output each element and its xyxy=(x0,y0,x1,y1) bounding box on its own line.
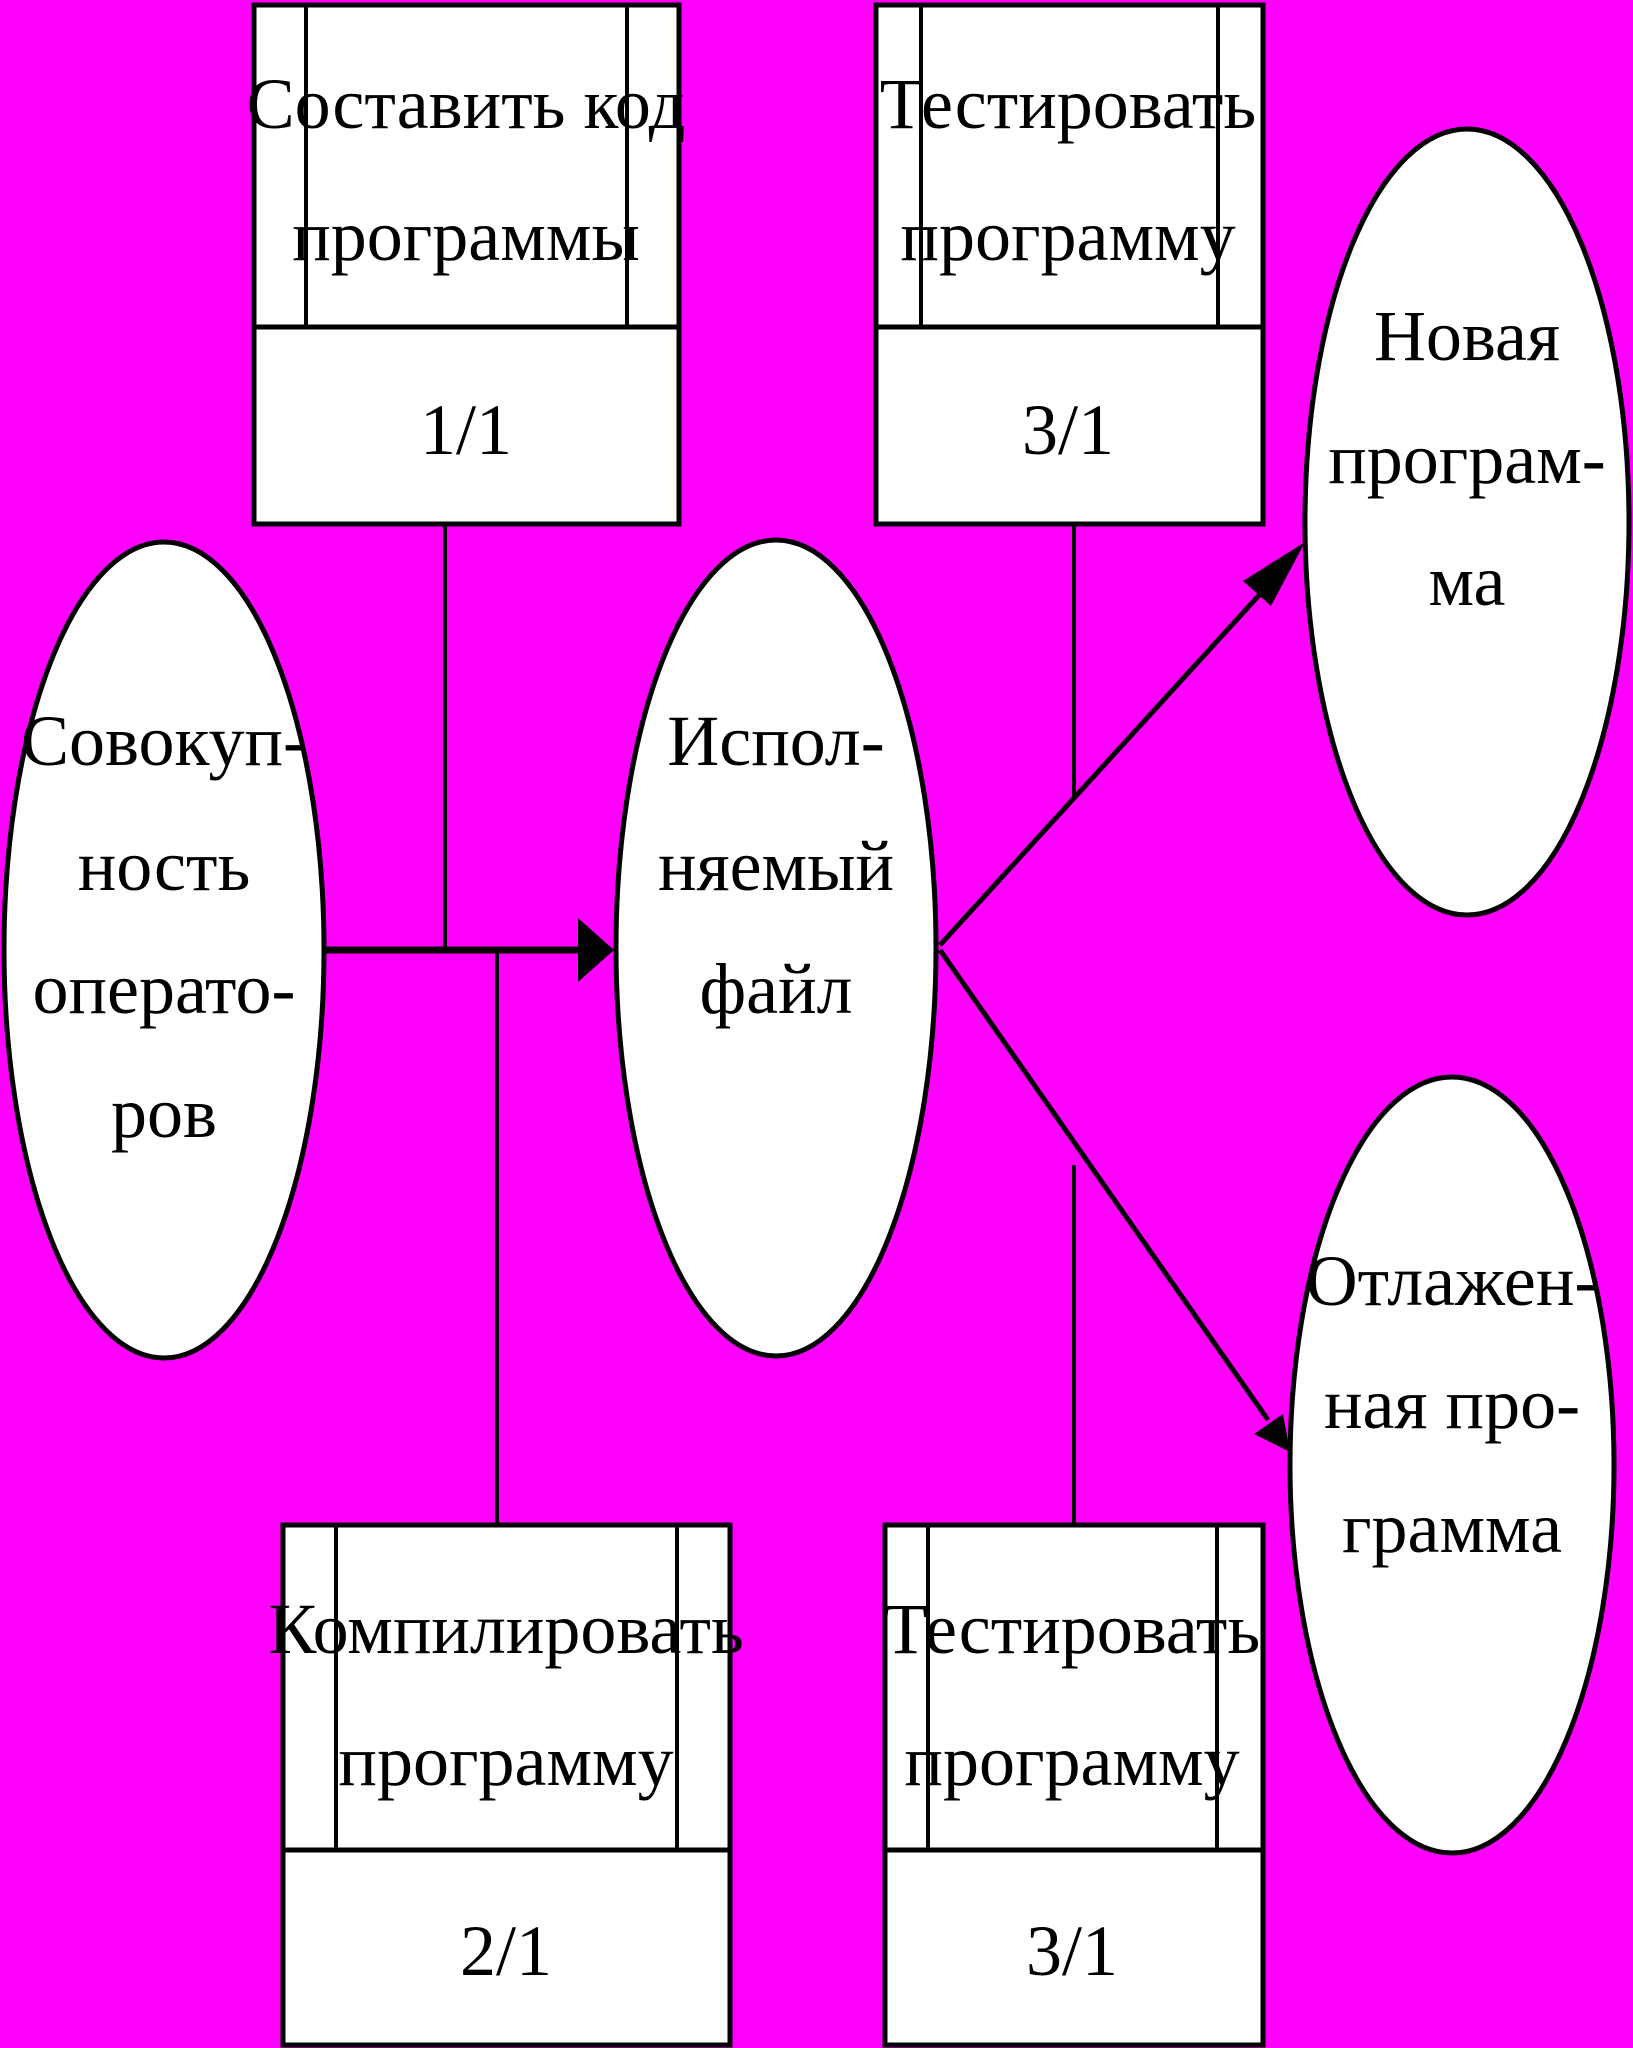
process-test-bottom-id-box xyxy=(882,1847,1266,2048)
process-test-top-title-line-1: Тестировать xyxy=(880,64,1256,144)
process-compile-title-box xyxy=(280,1522,733,1853)
process-test-top-title-line-2: программу xyxy=(900,196,1235,276)
process-compile-id: 2/1 xyxy=(460,1911,552,1991)
entity-operators-ellipse xyxy=(1,539,327,1361)
process-test-top-id: 3/1 xyxy=(1022,390,1114,470)
new-program-arrow-line xyxy=(938,568,1284,947)
debugged-arrowhead xyxy=(1254,1414,1290,1452)
process-compose-id-box xyxy=(251,324,682,527)
connectors xyxy=(325,525,1305,1525)
entity-debugged-program-line-2: ная про- xyxy=(1324,1364,1580,1444)
entity-operators: Совокуп- ность операто- ров xyxy=(1,539,327,1361)
entity-new-program: Новая програм- ма xyxy=(1302,126,1632,918)
entity-operators-line-4: ров xyxy=(111,1073,217,1153)
debugged-arrow-line xyxy=(937,948,1271,1422)
entity-new-program-ellipse xyxy=(1302,126,1632,918)
process-compile-id-box xyxy=(280,1847,733,2048)
process-compile-title-line-1: Компилировать xyxy=(268,1589,744,1669)
entity-new-program-line-1: Новая xyxy=(1374,296,1560,376)
process-test-bottom-id: 3/1 xyxy=(1026,1911,1118,1991)
process-compose-title-line-1: Составить код xyxy=(247,64,686,144)
process-compose-title-box xyxy=(251,2,682,330)
entity-executable: Испол- няемый файл xyxy=(613,537,939,1359)
entity-operators-line-1: Совокуп- xyxy=(21,701,307,781)
new-program-arrowhead xyxy=(1243,542,1305,606)
process-compose: Составить код программы 1/1 xyxy=(247,2,686,527)
process-test-bottom-title-line-1: Тестировать xyxy=(884,1589,1260,1669)
process-test-bottom-title-box xyxy=(882,1522,1266,1853)
process-compile: Компилировать программу 2/1 xyxy=(268,1522,744,2048)
process-test-top: Тестировать программу 3/1 xyxy=(873,2,1266,527)
entity-new-program-line-2: програм- xyxy=(1328,419,1606,499)
entity-operators-line-3: операто- xyxy=(32,949,295,1029)
entity-executable-ellipse xyxy=(613,537,939,1359)
process-test-bottom: Тестировать программу 3/1 xyxy=(882,1522,1266,2048)
entity-debugged-program-line-3: грамма xyxy=(1342,1488,1562,1568)
input-arrowhead xyxy=(578,918,614,982)
entity-debugged-program-line-1: Отлажен- xyxy=(1306,1241,1599,1321)
entity-debugged-program: Отлажен- ная про- грамма xyxy=(1287,1074,1617,1856)
process-compose-title-line-2: программы xyxy=(292,196,640,276)
process-test-top-id-box xyxy=(873,324,1266,527)
entity-executable-line-3: файл xyxy=(699,949,852,1029)
entity-operators-line-2: ность xyxy=(78,826,251,906)
process-test-bottom-title-line-2: программу xyxy=(904,1721,1239,1801)
process-compose-id: 1/1 xyxy=(420,390,512,470)
entity-debugged-program-ellipse xyxy=(1287,1074,1617,1856)
process-compile-title-line-2: программу xyxy=(338,1721,673,1801)
process-test-top-title-box xyxy=(873,2,1266,330)
entity-executable-line-1: Испол- xyxy=(667,701,884,781)
entity-executable-line-2: няемый xyxy=(658,826,894,906)
entity-new-program-line-3: ма xyxy=(1428,541,1505,621)
